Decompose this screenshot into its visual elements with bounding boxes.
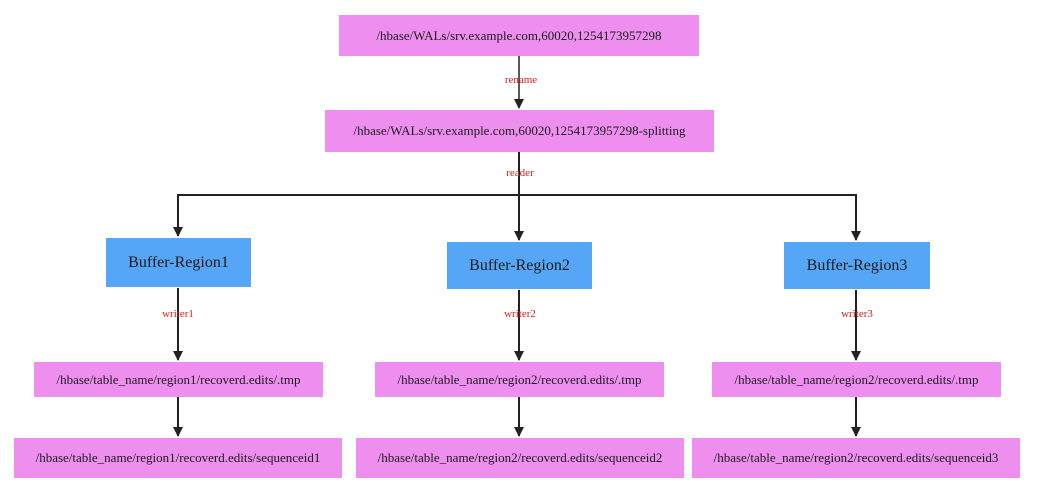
buffer-region2-node: Buffer-Region2 — [447, 242, 592, 289]
edge-label-rename: rename — [504, 74, 538, 86]
edge-splitting-to-buffer1 — [173, 194, 519, 237]
edge-label-writer1: writer1 — [162, 308, 194, 320]
tmp-region2-node: /hbase/table_name/region2/recoverd.edits… — [375, 362, 664, 397]
edge-label-writer3: writer3 — [841, 308, 873, 320]
wal-file-node: /hbase/WALs/srv.example.com,60020,125417… — [339, 15, 699, 56]
tmp-region1-node: /hbase/table_name/region1/recoverd.edits… — [34, 362, 323, 397]
sequenceid1-node: /hbase/table_name/region1/recoverd.edits… — [14, 438, 342, 478]
sequenceid2-node: /hbase/table_name/region2/recoverd.edits… — [356, 438, 684, 478]
edge-label-writer2: writer2 — [504, 308, 536, 320]
buffer-region1-node: Buffer-Region1 — [106, 238, 251, 287]
tmp-region3-node: /hbase/table_name/region2/recoverd.edits… — [712, 362, 1001, 397]
buffer-region3-node: Buffer-Region3 — [784, 242, 930, 289]
edge-label-reader: reader — [506, 167, 534, 179]
splitting-file-node: /hbase/WALs/srv.example.com,60020,125417… — [325, 110, 714, 152]
edge-splitting-to-buffer3 — [519, 194, 861, 241]
sequenceid3-node: /hbase/table_name/region2/recoverd.edits… — [692, 438, 1020, 478]
